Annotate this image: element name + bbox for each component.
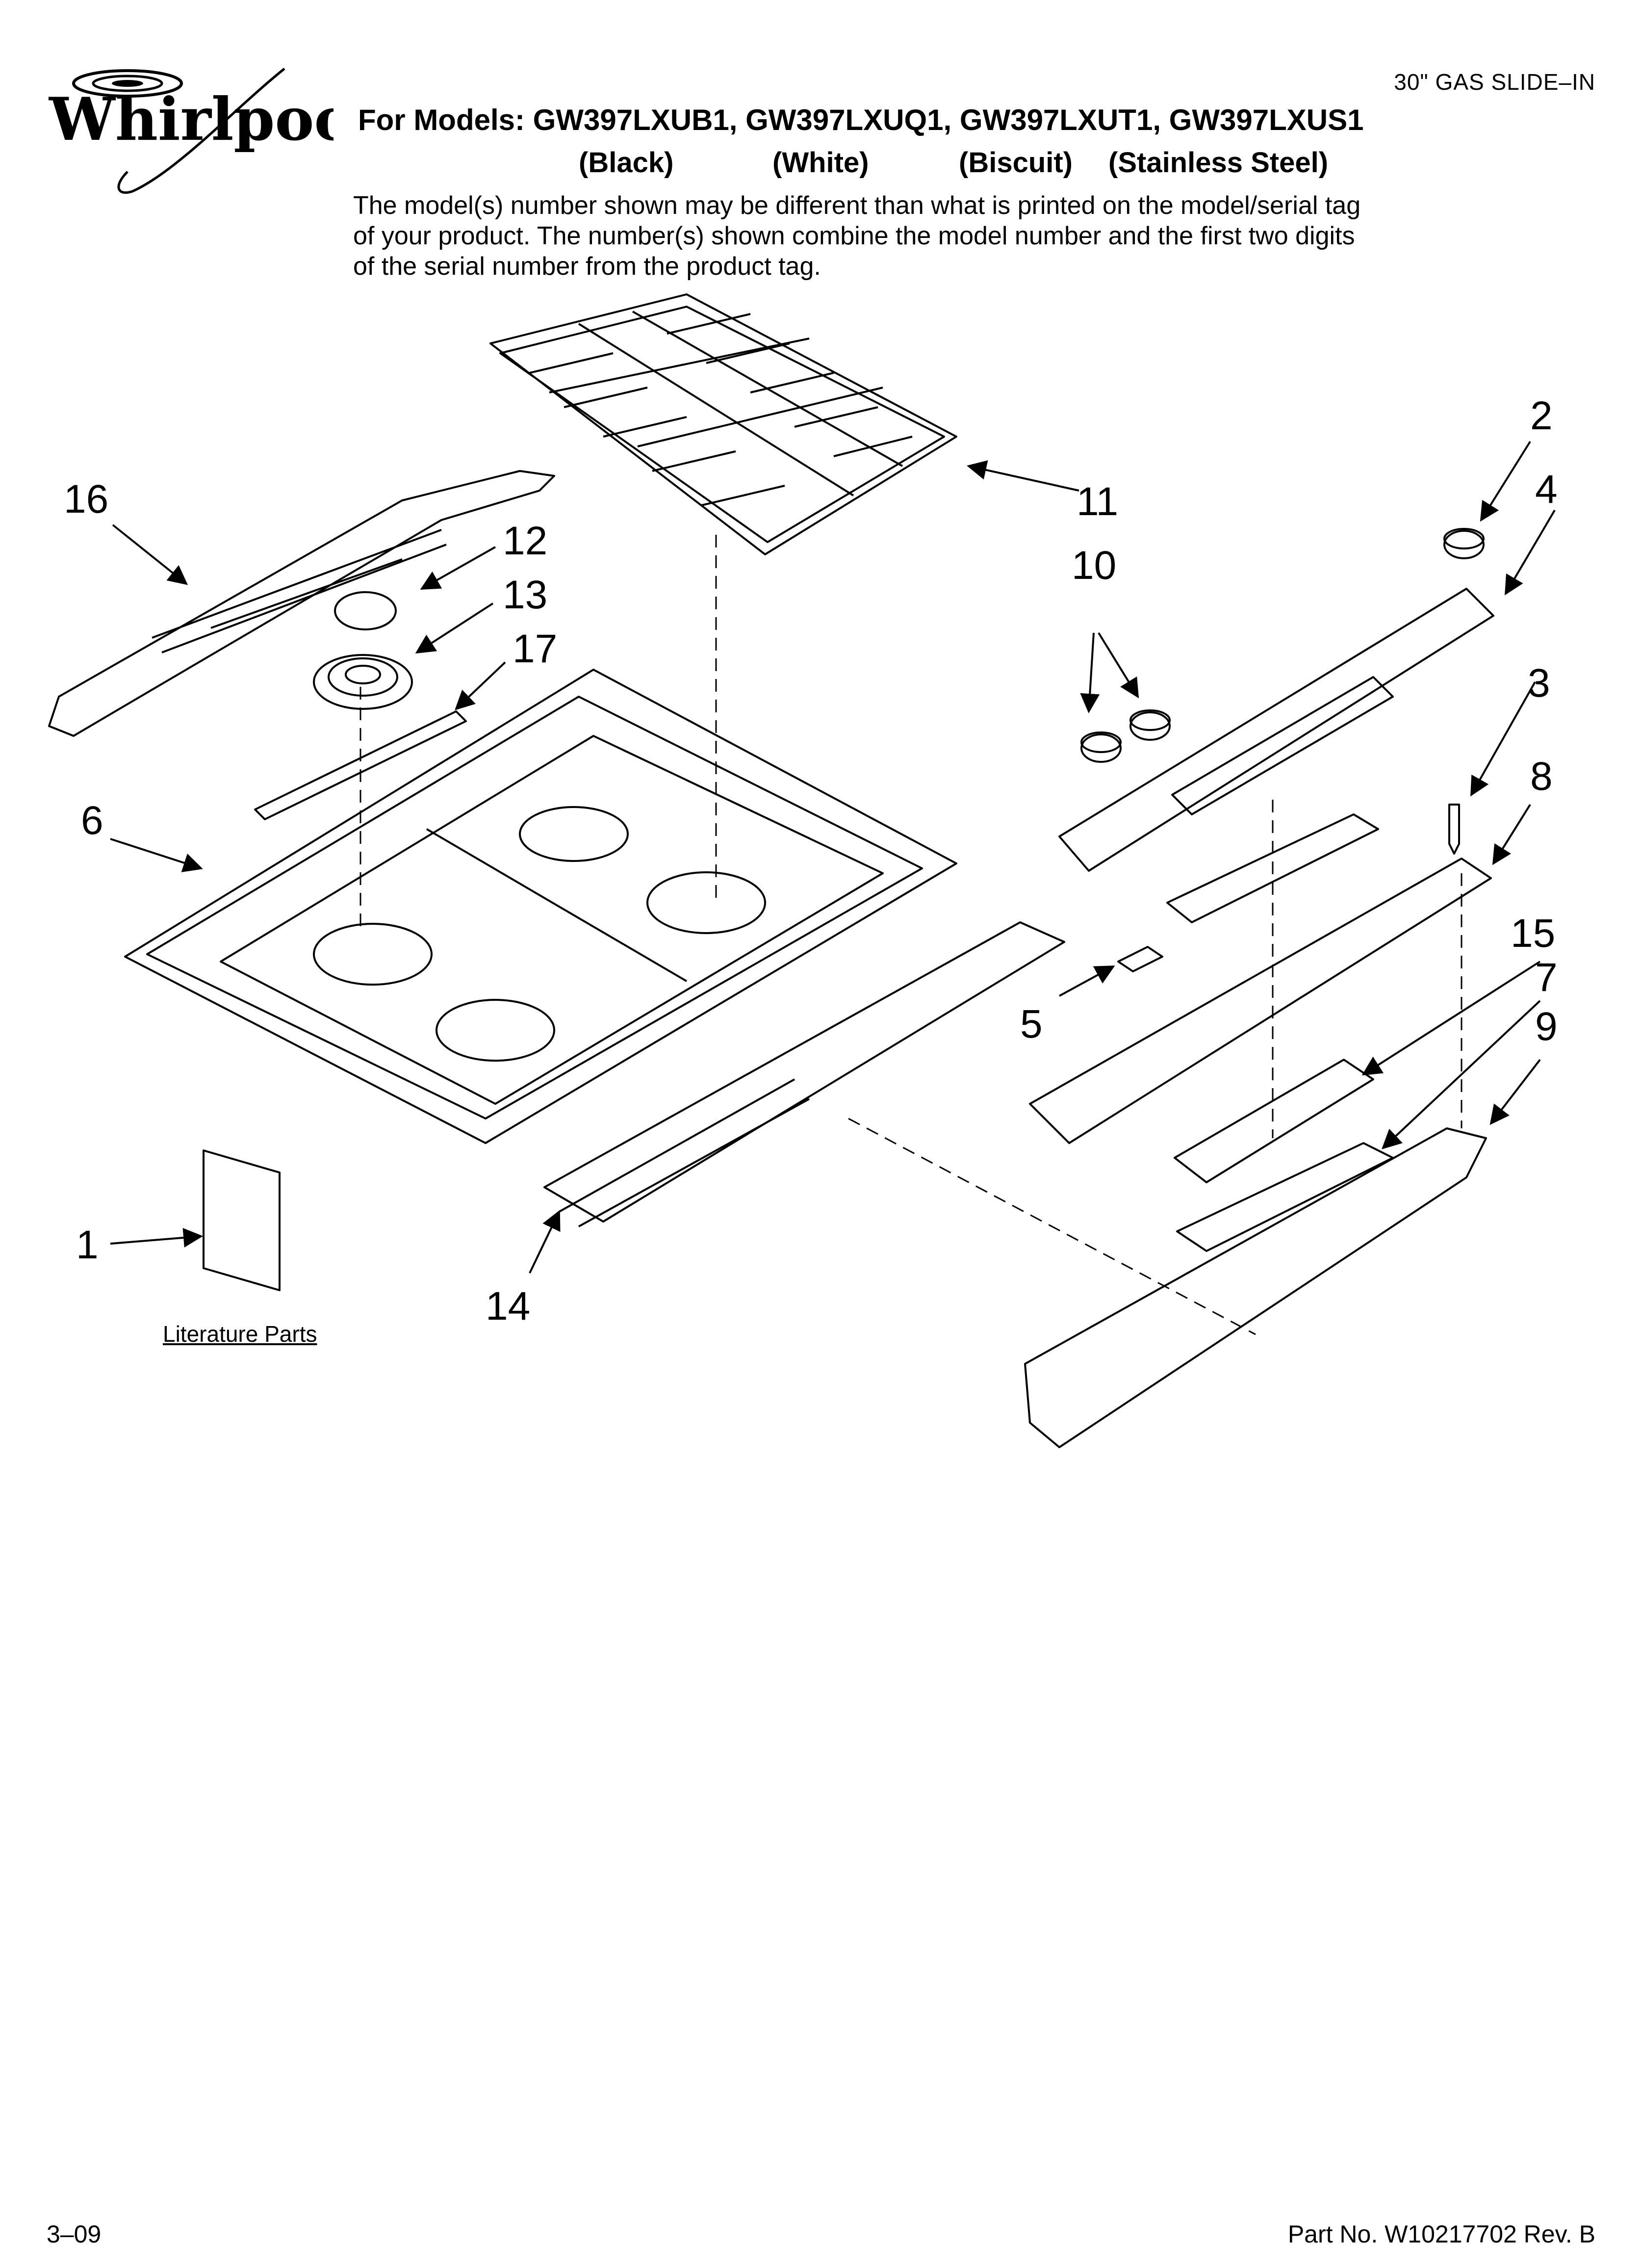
callout-10: 10	[1072, 543, 1116, 588]
cooktop	[124, 669, 957, 1144]
callout-7: 7	[1535, 955, 1558, 1000]
svg-text:Whirlpool: Whirlpool	[48, 85, 334, 154]
finish-biscuit: (Biscuit)	[959, 147, 1073, 179]
footer-date: 3–09	[47, 2220, 102, 2248]
finish-black: (Black)	[579, 147, 674, 179]
control-board	[1174, 1059, 1374, 1183]
models-line: For Models: GW397LXUB1, GW397LXUQ1, GW39…	[358, 104, 1364, 136]
control-panel	[1058, 588, 1494, 872]
lower-trim	[1024, 1127, 1487, 1448]
callout-11: 11	[1077, 479, 1118, 524]
callout-4: 4	[1535, 467, 1558, 512]
callout-6: 6	[81, 798, 103, 843]
callout-8: 8	[1530, 754, 1553, 799]
screw	[1448, 804, 1460, 855]
callout-15: 15	[1511, 911, 1555, 956]
whirlpool-logo: Whirlpool	[48, 68, 334, 194]
burner-grate	[489, 293, 957, 555]
knob	[1443, 528, 1485, 559]
document-type: 30" GAS SLIDE–IN	[1394, 69, 1595, 95]
model-number-note: The model(s) number shown may be differe…	[353, 191, 1361, 281]
callout-1: 1	[76, 1223, 99, 1267]
knob	[1080, 731, 1122, 763]
assembly-lines	[359, 535, 1462, 1335]
leader-arrows	[110, 441, 1556, 1274]
callout-3: 3	[1528, 661, 1550, 705]
bracket	[254, 710, 467, 820]
callout-14: 14	[486, 1284, 530, 1329]
literature-parts-label: Literature Parts	[163, 1321, 317, 1347]
callout-12: 12	[503, 519, 547, 563]
knob	[1129, 709, 1171, 741]
footer-part-number: Part No. W10217702 Rev. B	[1287, 2220, 1595, 2248]
front-channel	[543, 921, 1065, 1227]
burner-base	[313, 654, 413, 710]
finish-white: (White)	[772, 147, 869, 179]
callout-17: 17	[513, 626, 557, 671]
callout-2: 2	[1530, 393, 1553, 438]
callout-9: 9	[1535, 1004, 1558, 1049]
callout-13: 13	[503, 573, 547, 617]
burner-cap	[334, 591, 397, 630]
literature-booklet	[203, 1149, 281, 1291]
finish-stainless-steel: (Stainless Steel)	[1108, 147, 1329, 179]
clip	[1117, 946, 1163, 972]
callout-16: 16	[64, 477, 108, 521]
vent-trim	[48, 470, 555, 737]
control-panel-frame	[1029, 858, 1492, 1144]
callout-5: 5	[1020, 1002, 1043, 1046]
